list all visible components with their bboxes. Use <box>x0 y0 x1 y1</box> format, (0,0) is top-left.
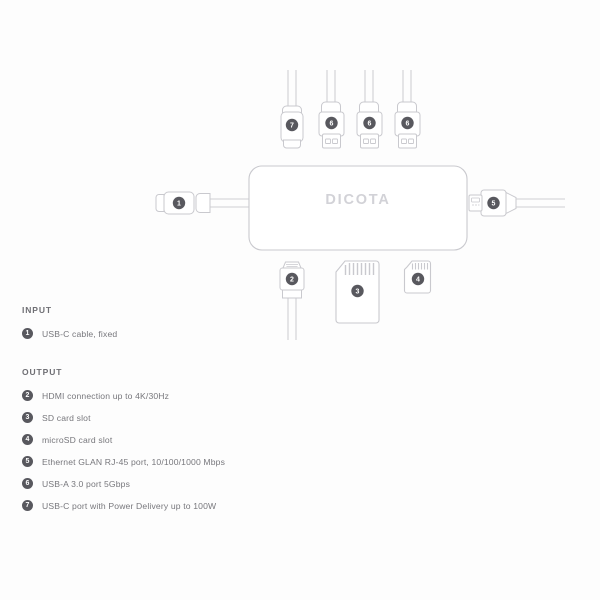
usb-c-cable-7: 7 <box>280 70 304 149</box>
legend-heading-input: INPUT <box>22 305 52 315</box>
hub-logo-text: DICOTA <box>325 192 390 208</box>
callout-6-top-a: 6 <box>330 121 334 128</box>
legend: INPUT 1 USB-C cable, fixed OUTPUT 2 HDMI… <box>22 305 442 518</box>
usb-c-input-cable-1: 1 <box>155 191 250 215</box>
callout-3-bottom: 3 <box>356 289 360 296</box>
legend-badge-4: 4 <box>22 434 33 445</box>
hdmi-cable-2: 2 <box>279 261 305 340</box>
legend-badge-5: 5 <box>22 456 33 467</box>
legend-item-3: 3 SD card slot <box>22 408 442 427</box>
legend-badge-1: 1 <box>22 328 33 339</box>
rj45-ethernet-cable-5: 5 <box>468 189 565 217</box>
legend-label-2: HDMI connection up to 4K/30Hz <box>42 390 170 401</box>
usb-a-cable-6a: 6 <box>318 70 345 149</box>
usb-a-cable-6b: 6 <box>356 70 383 149</box>
microsd-card-4: 4 <box>403 260 432 294</box>
legend-heading-output: OUTPUT <box>22 367 63 377</box>
callout-4-bottom: 4 <box>416 277 420 284</box>
legend-badge-2: 2 <box>22 390 33 401</box>
usb-a-cable-6c: 6 <box>394 70 421 149</box>
legend-badge-6: 6 <box>22 478 33 489</box>
callout-2-bottom: 2 <box>290 277 294 284</box>
legend-item-7: 7 USB-C port with Power Delivery up to 1… <box>22 496 442 515</box>
legend-label-6: USB-A 3.0 port 5Gbps <box>42 478 131 489</box>
legend-item-5: 5 Ethernet GLAN RJ-45 port, 10/100/1000 … <box>22 452 442 471</box>
legend-badge-3: 3 <box>22 412 33 423</box>
callout-1-left: 1 <box>177 201 181 208</box>
legend-item-4: 4 microSD card slot <box>22 430 442 449</box>
sd-card-3: 3 <box>335 260 380 324</box>
legend-label-7: USB-C port with Power Delivery up to 100… <box>42 500 217 511</box>
legend-label-4: microSD card slot <box>42 434 113 445</box>
legend-badge-7: 7 <box>22 500 33 511</box>
legend-label-5: Ethernet GLAN RJ-45 port, 10/100/1000 Mb… <box>42 456 226 467</box>
callout-6-top-c: 6 <box>406 121 410 128</box>
hub-diagram: 7 6 6 <box>155 70 565 340</box>
callout-6-top-b: 6 <box>368 121 372 128</box>
legend-label-3: SD card slot <box>42 412 91 423</box>
legend-item-2: 2 HDMI connection up to 4K/30Hz <box>22 386 442 405</box>
legend-label-1: USB-C cable, fixed <box>42 328 118 339</box>
legend-item-1: 1 USB-C cable, fixed <box>22 324 442 343</box>
callout-7-top: 7 <box>290 123 294 130</box>
legend-item-6: 6 USB-A 3.0 port 5Gbps <box>22 474 442 493</box>
callout-5-right: 5 <box>492 201 496 208</box>
hub-body: DICOTA <box>248 165 468 251</box>
